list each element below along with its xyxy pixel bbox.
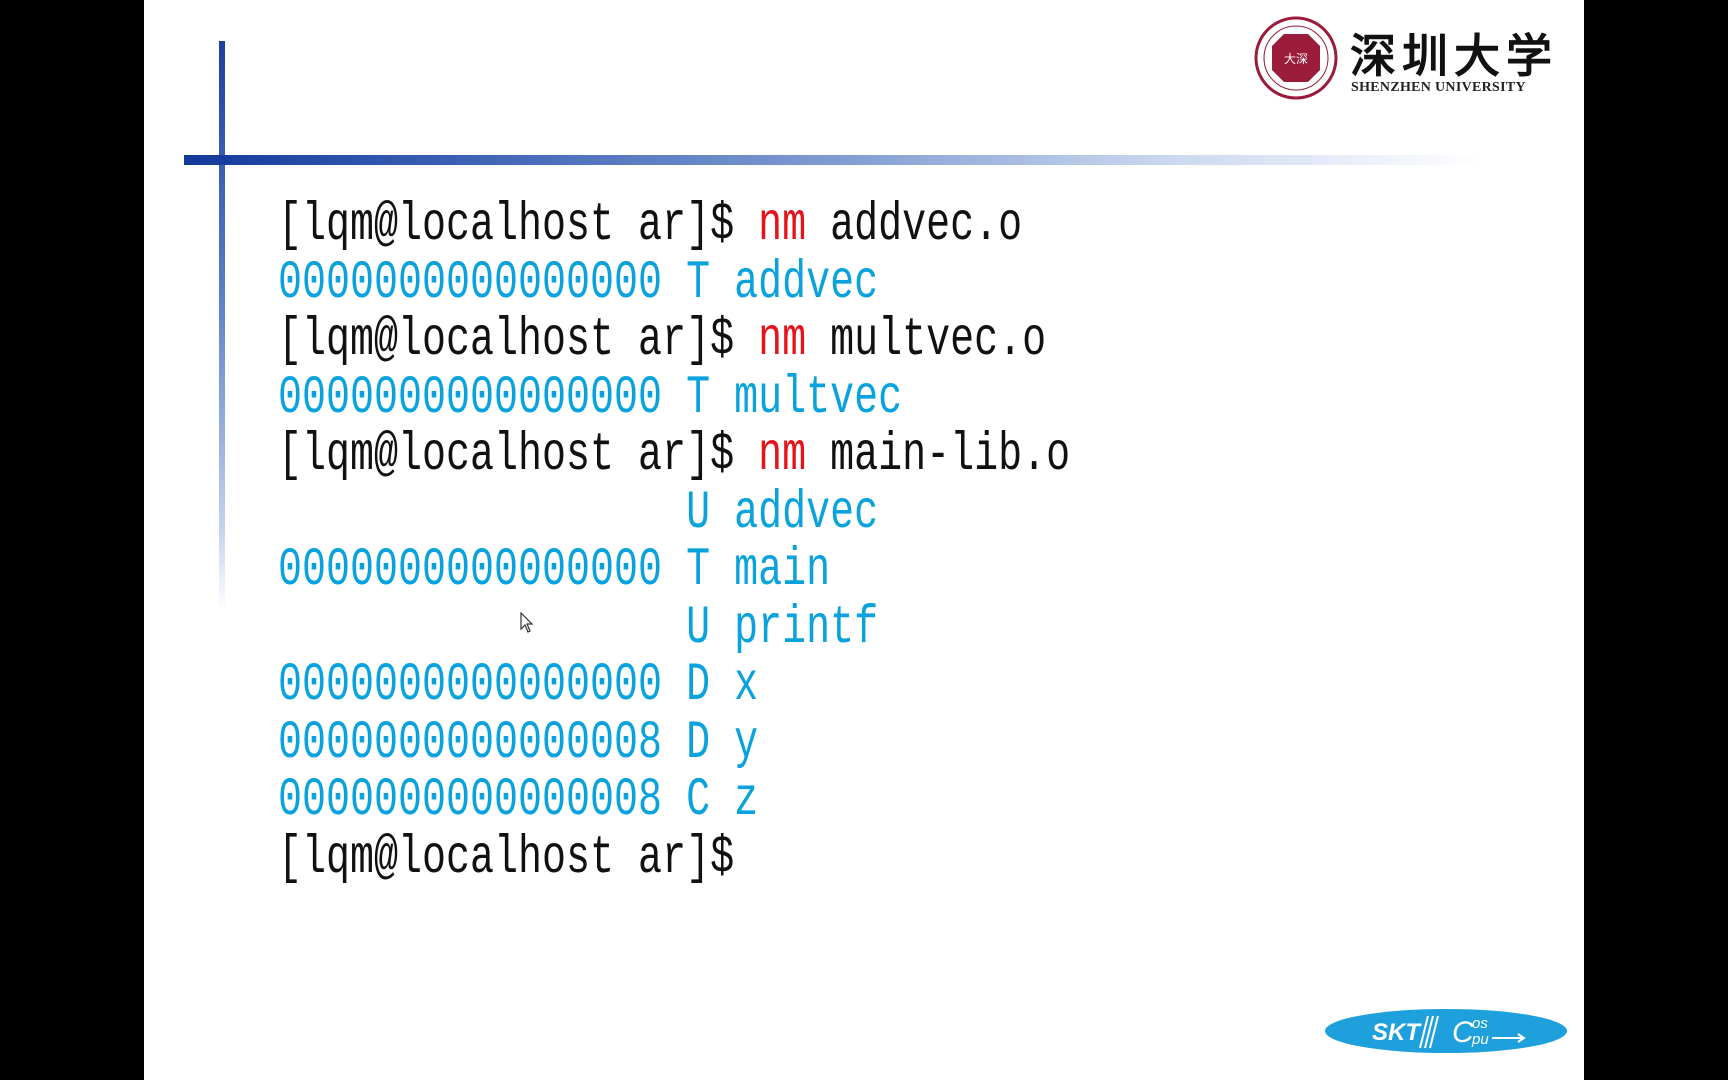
svg-text:pu: pu xyxy=(1471,1031,1489,1048)
command-text: nm xyxy=(758,311,807,372)
terminal-line: [lqm@localhost ar]$ nm main-lib.o xyxy=(278,418,1070,496)
terminal-line: 0000000000000008 C z xyxy=(278,763,1070,841)
terminal-line: [lqm@localhost ar]$ nm addvec.o xyxy=(278,188,1070,266)
prompt-text: [lqm@localhost ar]$ xyxy=(278,311,759,372)
output-text: 0000000000000000 T main xyxy=(278,541,831,602)
terminal-line: U printf xyxy=(278,590,1070,668)
prompt-text: [lqm@localhost ar]$ xyxy=(278,196,759,257)
slide: 大深 深圳大学 SHENZHEN UNIVERSITY [lqm@localho… xyxy=(144,0,1584,1080)
output-text: U addvec xyxy=(278,483,879,545)
university-seal-icon: 大深 xyxy=(1254,16,1338,100)
terminal-line: U addvec xyxy=(278,475,1070,553)
svg-text:大深: 大深 xyxy=(1284,52,1308,66)
prompt-text: multvec.o xyxy=(806,311,1047,372)
output-text: 0000000000000008 C z xyxy=(278,771,759,832)
command-text: nm xyxy=(758,426,807,487)
output-text: 0000000000000008 D y xyxy=(278,713,759,775)
terminal-line: 0000000000000008 D y xyxy=(278,705,1070,783)
vertical-accent-bar xyxy=(219,41,225,611)
terminal-line: [lqm@localhost ar]$ nm multvec.o xyxy=(278,303,1070,381)
terminal-line: 0000000000000000 T addvec xyxy=(278,245,1070,323)
svg-text:C: C xyxy=(1452,1016,1474,1049)
university-name-cn: 深圳大学 xyxy=(1350,29,1558,83)
horizontal-accent-bar xyxy=(184,155,1484,165)
prompt-text: [lqm@localhost ar]$ xyxy=(278,828,735,890)
prompt-text: main-lib.o xyxy=(806,426,1071,487)
output-text: 0000000000000000 D x xyxy=(278,656,759,717)
svg-text:os: os xyxy=(1472,1015,1488,1032)
command-text: nm xyxy=(758,196,807,257)
prompt-text: [lqm@localhost ar]$ xyxy=(278,426,759,487)
terminal-line: 0000000000000000 D x xyxy=(278,648,1070,726)
terminal-line: 0000000000000000 T multvec xyxy=(278,360,1070,438)
terminal-line: [lqm@localhost ar]$ xyxy=(278,820,1070,898)
mouse-pointer-icon xyxy=(520,612,534,633)
output-text: 0000000000000000 T multvec xyxy=(278,368,903,430)
university-name-en: SHENZHEN UNIVERSITY xyxy=(1351,80,1526,95)
university-logo: 大深 深圳大学 SHENZHEN UNIVERSITY xyxy=(1254,14,1554,104)
prompt-text: addvec.o xyxy=(806,196,1023,257)
svg-text:SKT: SKT xyxy=(1372,1019,1422,1046)
skt-cospu-logo: SKT C os pu xyxy=(1325,1009,1567,1053)
terminal-line: 0000000000000000 T main xyxy=(278,533,1070,611)
output-text: 0000000000000000 T addvec xyxy=(278,253,879,315)
output-text: U printf xyxy=(278,598,879,660)
